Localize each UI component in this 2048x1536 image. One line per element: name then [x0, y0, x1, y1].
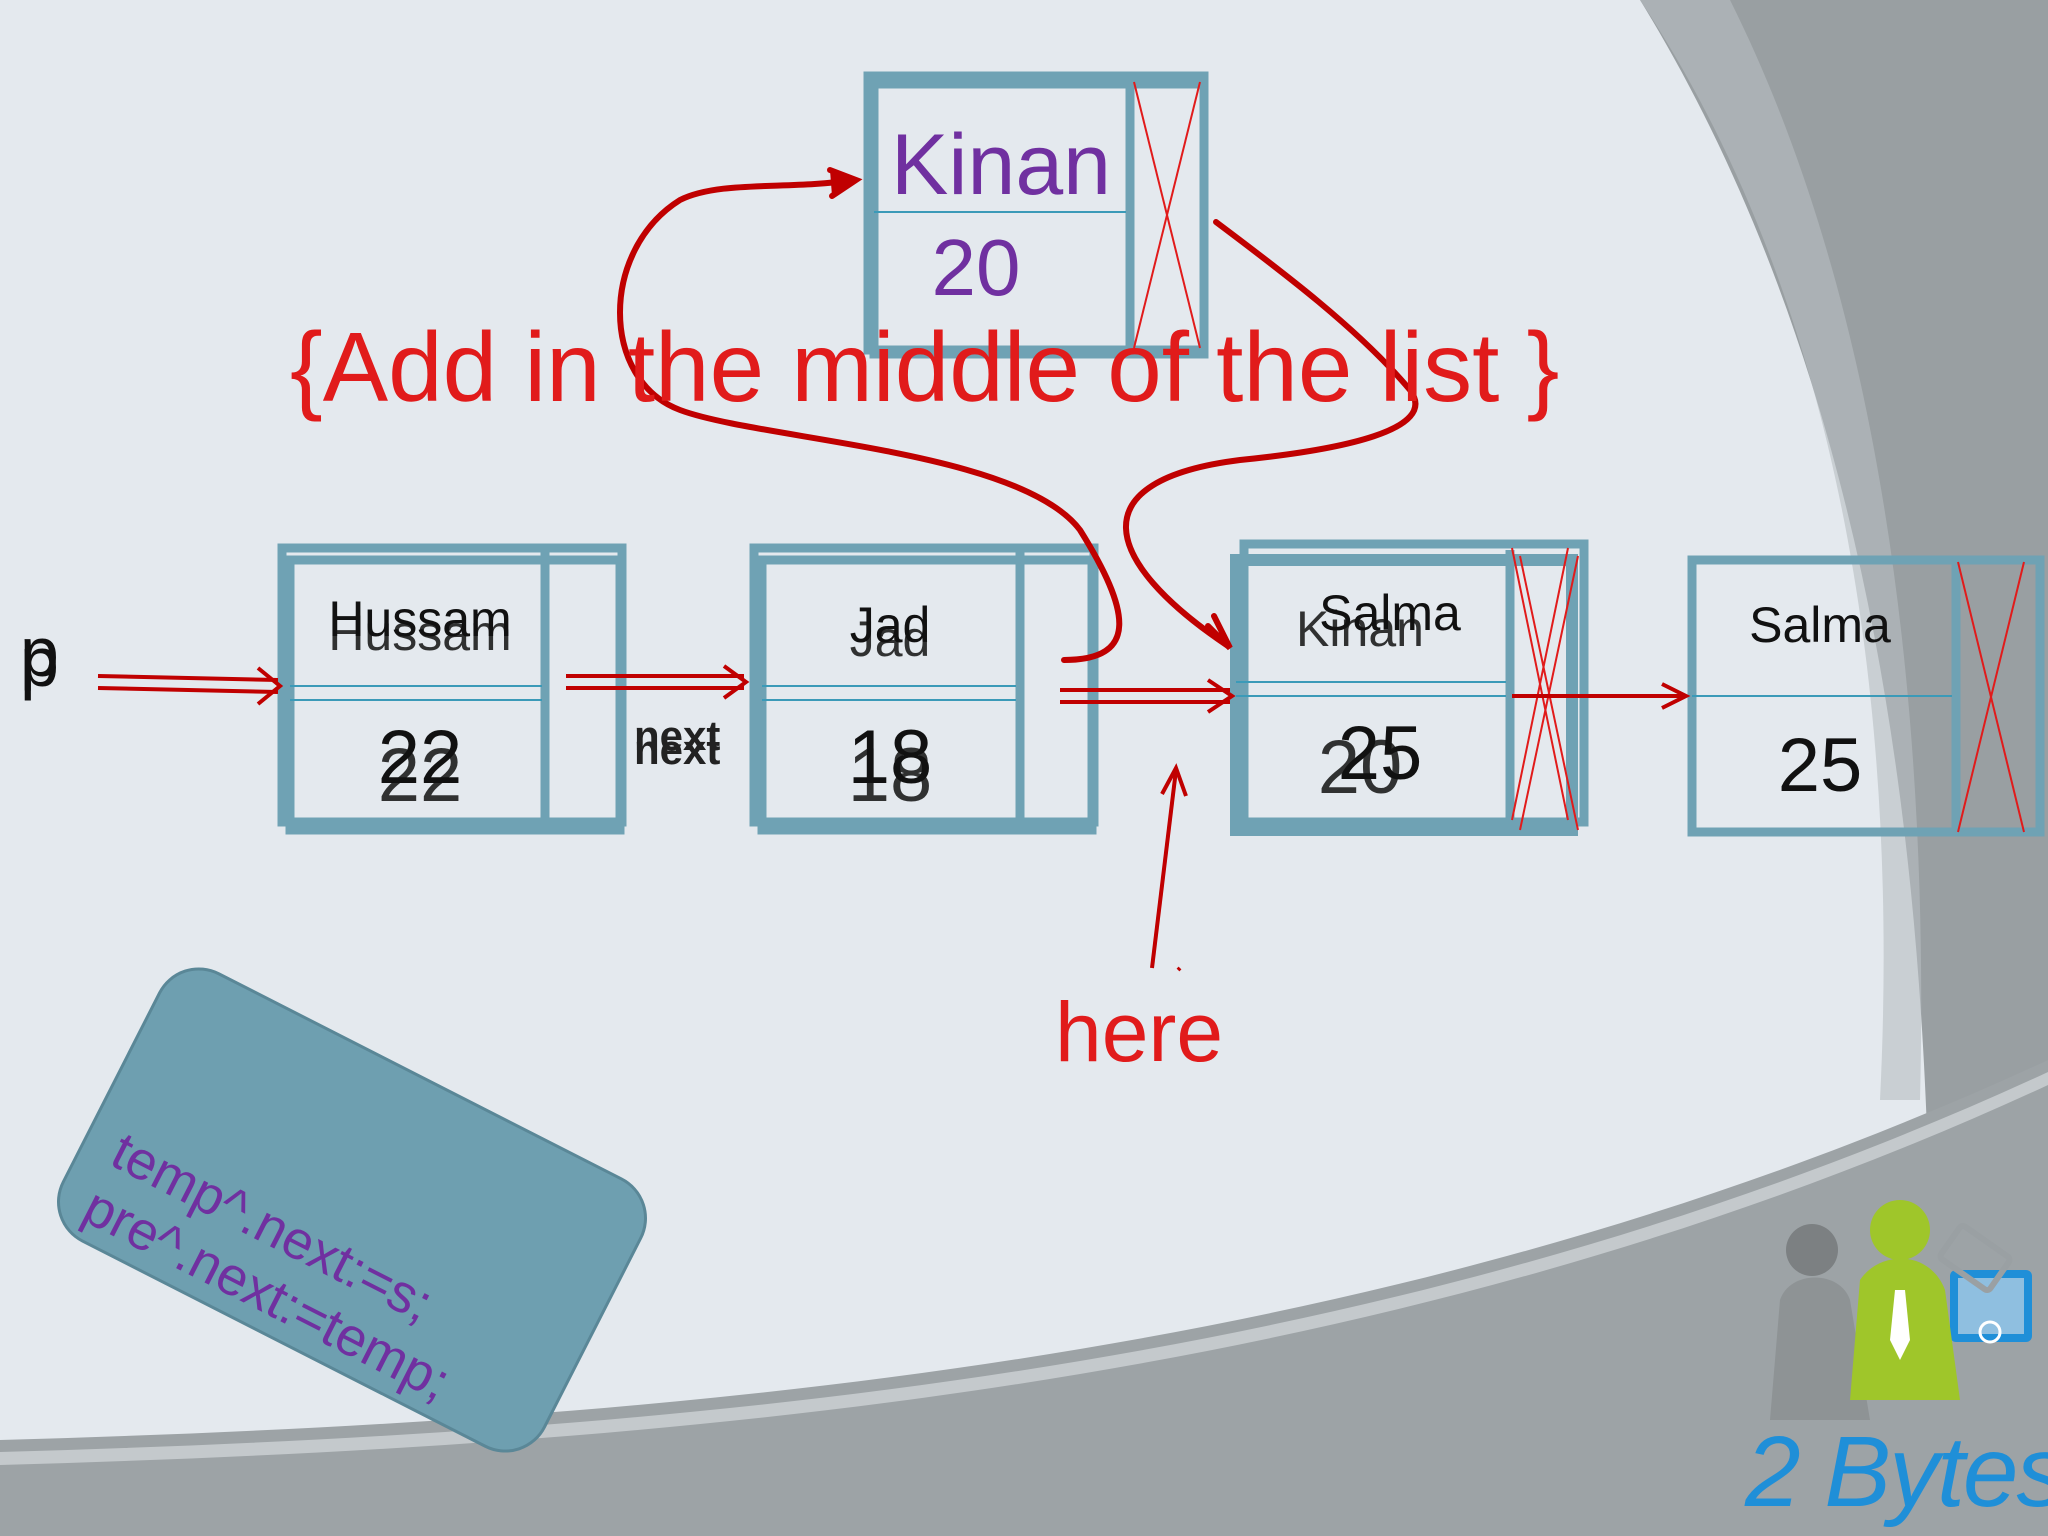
node-3-name: Salma — [1319, 585, 1461, 641]
new-node-value: 20 — [931, 223, 1021, 312]
node-salma-box — [1230, 539, 1589, 836]
node-4-name: Salma — [1749, 597, 1891, 653]
node-salma-last-box — [1687, 555, 2045, 837]
next-label: next — [634, 712, 721, 759]
node-kinan-new-box — [863, 71, 1209, 359]
curved-arrows — [617, 167, 1419, 663]
node-4-value: 25 — [1777, 723, 1863, 808]
new-node-name: Kinan — [891, 117, 1111, 213]
node-1-name: Hussam — [328, 591, 512, 647]
pointer-arrows — [97, 664, 1691, 972]
code-box — [57, 967, 647, 1453]
node-2-value: 18 — [847, 715, 933, 800]
slide-title: {Add in the middle of the list } — [290, 312, 1560, 422]
node-1-value-ghost: 22 — [377, 733, 463, 818]
right-swoosh-highlight — [1640, 0, 1922, 1100]
here-label: here — [1055, 985, 1224, 1079]
node-1-name-ghost: Hussam — [328, 605, 512, 661]
node-2-name: Jad — [849, 597, 931, 653]
node-1-value: 22 — [377, 715, 463, 800]
node-3-ghost-name: Kinan — [1296, 601, 1424, 657]
node-2-value-ghost: 18 — [847, 733, 933, 818]
next-label-ghost: next — [634, 726, 721, 773]
node-2-name-ghost: Jad — [849, 611, 931, 667]
node-3-ghost-value: 20 — [1317, 725, 1403, 810]
node-jad-box — [749, 543, 1099, 835]
node-hussam-box — [277, 543, 627, 835]
logo-text: 2 Bytes — [1745, 1416, 2048, 1528]
pointer-p-label: p — [20, 623, 59, 701]
node-3-value: 25 — [1337, 711, 1423, 796]
two-bytes-logo-graphic — [1770, 1200, 2032, 1420]
pointer-p-label-ghost: p — [20, 613, 59, 691]
